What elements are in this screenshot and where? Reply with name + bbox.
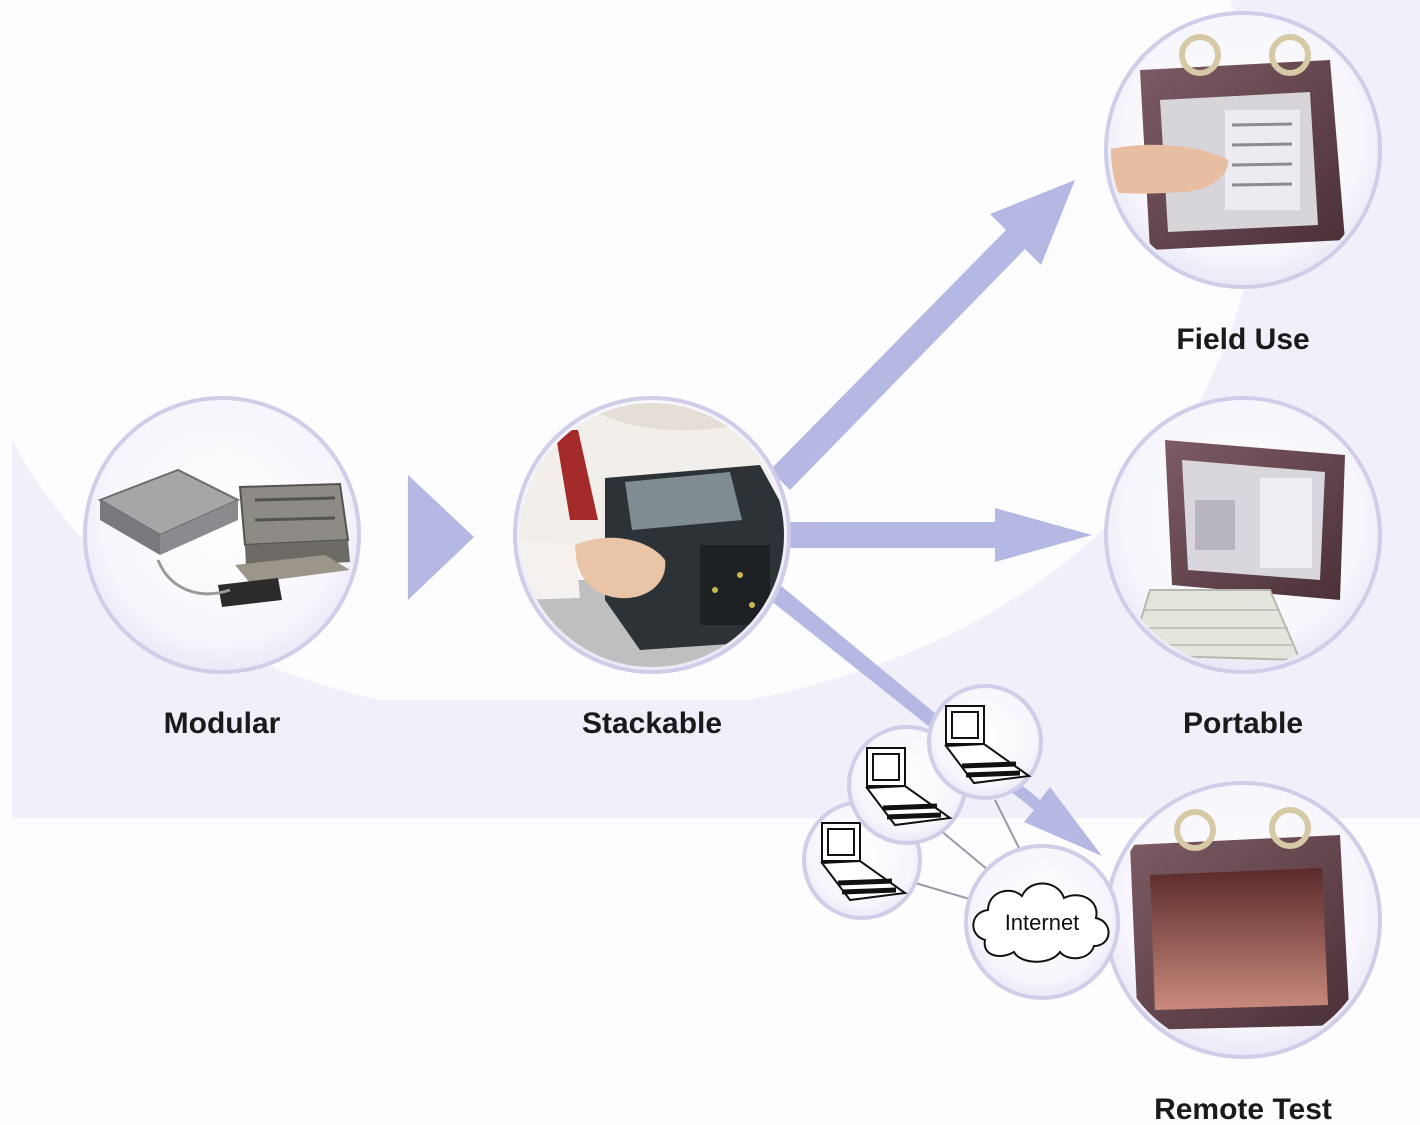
portable-photo xyxy=(1128,440,1345,662)
modular-photo xyxy=(97,468,350,607)
modular-bubble xyxy=(83,396,361,674)
arrow-to-field-use xyxy=(770,180,1075,490)
node-field-use: Field Use xyxy=(1104,11,1382,356)
internet-bubble: Internet xyxy=(964,844,1120,1000)
label-portable: Portable xyxy=(1183,707,1303,740)
laptop-icon xyxy=(865,747,953,827)
network-cluster: Internet xyxy=(802,684,1120,1000)
arrow-modular-to-stackable xyxy=(408,475,474,600)
arrow-to-portable xyxy=(790,508,1092,562)
laptop-icon xyxy=(944,705,1032,785)
internet-label: Internet xyxy=(1005,910,1080,935)
label-modular: Modular xyxy=(164,707,281,740)
label-remote-test: Remote Test xyxy=(1154,1093,1332,1125)
field-use-photo xyxy=(1111,34,1345,250)
label-stackable: Stackable xyxy=(582,707,722,740)
laptop-icon xyxy=(820,822,908,902)
laptop-bubble-3 xyxy=(927,684,1043,800)
node-remote-test: Remote Test xyxy=(1104,781,1382,1125)
stackable-photo xyxy=(520,403,784,667)
cloud-icon xyxy=(972,882,1110,963)
label-field-use: Field Use xyxy=(1176,323,1309,356)
node-modular: Modular xyxy=(83,396,361,740)
remote-test-photo xyxy=(1130,807,1350,1030)
band-fill xyxy=(12,0,1420,818)
node-portable: Portable xyxy=(1104,396,1382,740)
node-stackable: Stackable xyxy=(513,396,791,740)
